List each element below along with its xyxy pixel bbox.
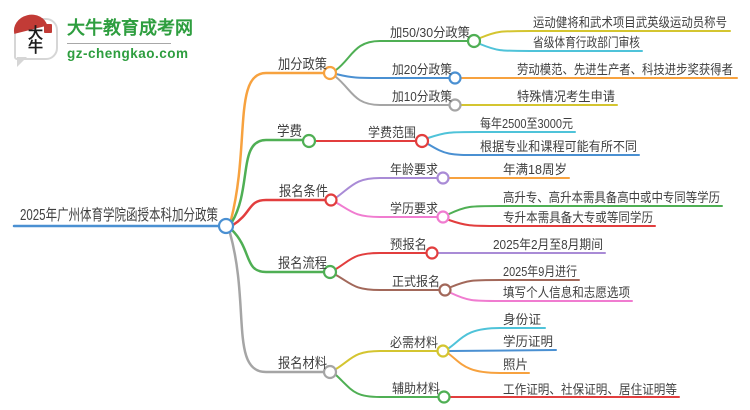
leaf-photo[interactable]: 照片: [503, 357, 528, 372]
speech-bubble-icon: 大牛: [10, 11, 58, 67]
edge-leaf-college-req: [448, 219, 656, 227]
node-tuition-range[interactable]: 学费范围: [368, 125, 416, 140]
logo-site-url: gz-chengkao.com: [67, 45, 189, 61]
edge-education-requirement: [336, 202, 438, 218]
logo-characters: 大牛: [26, 25, 43, 53]
root-node-label[interactable]: 2025年广州体育学院函授本科加分政策: [20, 205, 218, 224]
site-logo[interactable]: 大牛 大牛教育成考网 gz-chengkao.com: [10, 11, 193, 67]
edge-auxiliary-materials: [335, 374, 439, 398]
edge-root-bonus-policy: [229, 71, 326, 222]
materials-handle[interactable]: [322, 364, 338, 380]
edge-required-materials: [335, 350, 438, 370]
node-bonus-10[interactable]: 加10分政策: [392, 89, 452, 104]
node-official-registration[interactable]: 正式报名: [392, 274, 440, 289]
edge-pre-registration: [335, 252, 427, 270]
leaf-highschool-req[interactable]: 高升专、高升本需具备高中或中专同等学历: [503, 190, 720, 205]
leaf-diploma[interactable]: 学历证明: [503, 334, 553, 349]
leaf-id-card[interactable]: 身份证: [503, 312, 541, 327]
leaf-age-18[interactable]: 年满18周岁: [503, 162, 567, 177]
bonus-10-handle[interactable]: [448, 98, 462, 112]
leaf-special-cases[interactable]: 特殊情况考生申请: [517, 89, 615, 104]
node-bonus-50-30[interactable]: 加50/30分政策: [390, 25, 470, 40]
node-requirements[interactable]: 报名条件: [279, 183, 328, 199]
bonus-policy-handle[interactable]: [322, 65, 338, 81]
node-tuition[interactable]: 学费: [277, 123, 302, 139]
leaf-prereg-period[interactable]: 2025年2月至8月期间: [493, 237, 603, 252]
root-node-handle[interactable]: [217, 217, 235, 235]
edge-leaf-fill-info: [450, 292, 633, 302]
edge-bonus-10: [335, 76, 450, 106]
edge-leaf-athlete-title: [479, 30, 731, 39]
red-seal-icon: [44, 24, 52, 33]
leaf-fill-info[interactable]: 填写个人信息和志愿选项: [503, 285, 630, 300]
logo-title: 大牛教育成考网: [67, 18, 193, 38]
node-process[interactable]: 报名流程: [278, 255, 327, 271]
pre-registration-handle[interactable]: [425, 246, 439, 260]
edge-leaf-diploma: [448, 349, 557, 352]
leaf-september[interactable]: 2025年9月进行: [503, 264, 577, 279]
edge-leaf-fee-amount: [427, 131, 576, 139]
node-education-requirement[interactable]: 学历要求: [390, 201, 438, 216]
edge-official-registration: [335, 274, 440, 291]
auxiliary-materials-handle[interactable]: [437, 390, 451, 404]
node-auxiliary-materials[interactable]: 辅助材料: [392, 381, 440, 396]
edge-leaf-id-card: [448, 327, 546, 349]
edge-root-tuition: [230, 138, 304, 224]
official-registration-handle[interactable]: [438, 283, 452, 297]
bonus-20-handle[interactable]: [448, 71, 462, 85]
leaf-college-req[interactable]: 专升本需具备大专或等同学历: [503, 210, 653, 225]
edge-root-process: [230, 228, 326, 274]
node-materials[interactable]: 报名材料: [278, 355, 327, 371]
process-handle[interactable]: [322, 264, 338, 280]
node-bonus-policy[interactable]: 加分政策: [278, 56, 327, 72]
leaf-fee-amount[interactable]: 每年2500至3000元: [480, 116, 573, 131]
edge-root-materials: [228, 231, 326, 374]
tuition-handle[interactable]: [301, 133, 317, 149]
bonus-50-30-handle[interactable]: [466, 33, 482, 49]
logo-divider: [67, 42, 171, 44]
node-bonus-20[interactable]: 加20分政策: [392, 62, 452, 77]
leaf-model-worker[interactable]: 劳动模范、先进生产者、科技进步奖获得者: [517, 62, 733, 77]
node-pre-registration[interactable]: 预报名: [390, 237, 427, 252]
edge-bonus-20: [335, 73, 450, 79]
edge-leaf-photo: [448, 353, 530, 374]
leaf-other-certs[interactable]: 工作证明、社保证明、居住证明等: [503, 382, 677, 397]
leaf-fee-varies[interactable]: 根据专业和课程可能有所不同: [480, 139, 637, 154]
node-required-materials[interactable]: 必需材料: [390, 335, 438, 350]
edge-leaf-fee-varies: [427, 143, 640, 156]
edge-root-requirements: [231, 198, 327, 227]
leaf-athlete-title[interactable]: 运动健将和武术项目武英级运动员称号: [533, 15, 727, 30]
edge-leaf-provincial-review: [479, 43, 643, 52]
leaf-provincial-review[interactable]: 省级体育行政部门审核: [533, 35, 640, 50]
node-age-requirement[interactable]: 年龄要求: [390, 162, 438, 177]
tuition-range-handle[interactable]: [414, 133, 430, 149]
age-requirement-handle[interactable]: [436, 171, 450, 185]
edge-bonus-50-30: [335, 40, 469, 71]
required-materials-handle[interactable]: [436, 344, 450, 358]
edge-leaf-highschool-req: [448, 205, 723, 215]
edge-leaf-september: [450, 279, 580, 288]
education-requirement-handle[interactable]: [436, 210, 450, 224]
edge-age-requirement: [336, 177, 438, 198]
requirements-handle[interactable]: [324, 193, 338, 207]
